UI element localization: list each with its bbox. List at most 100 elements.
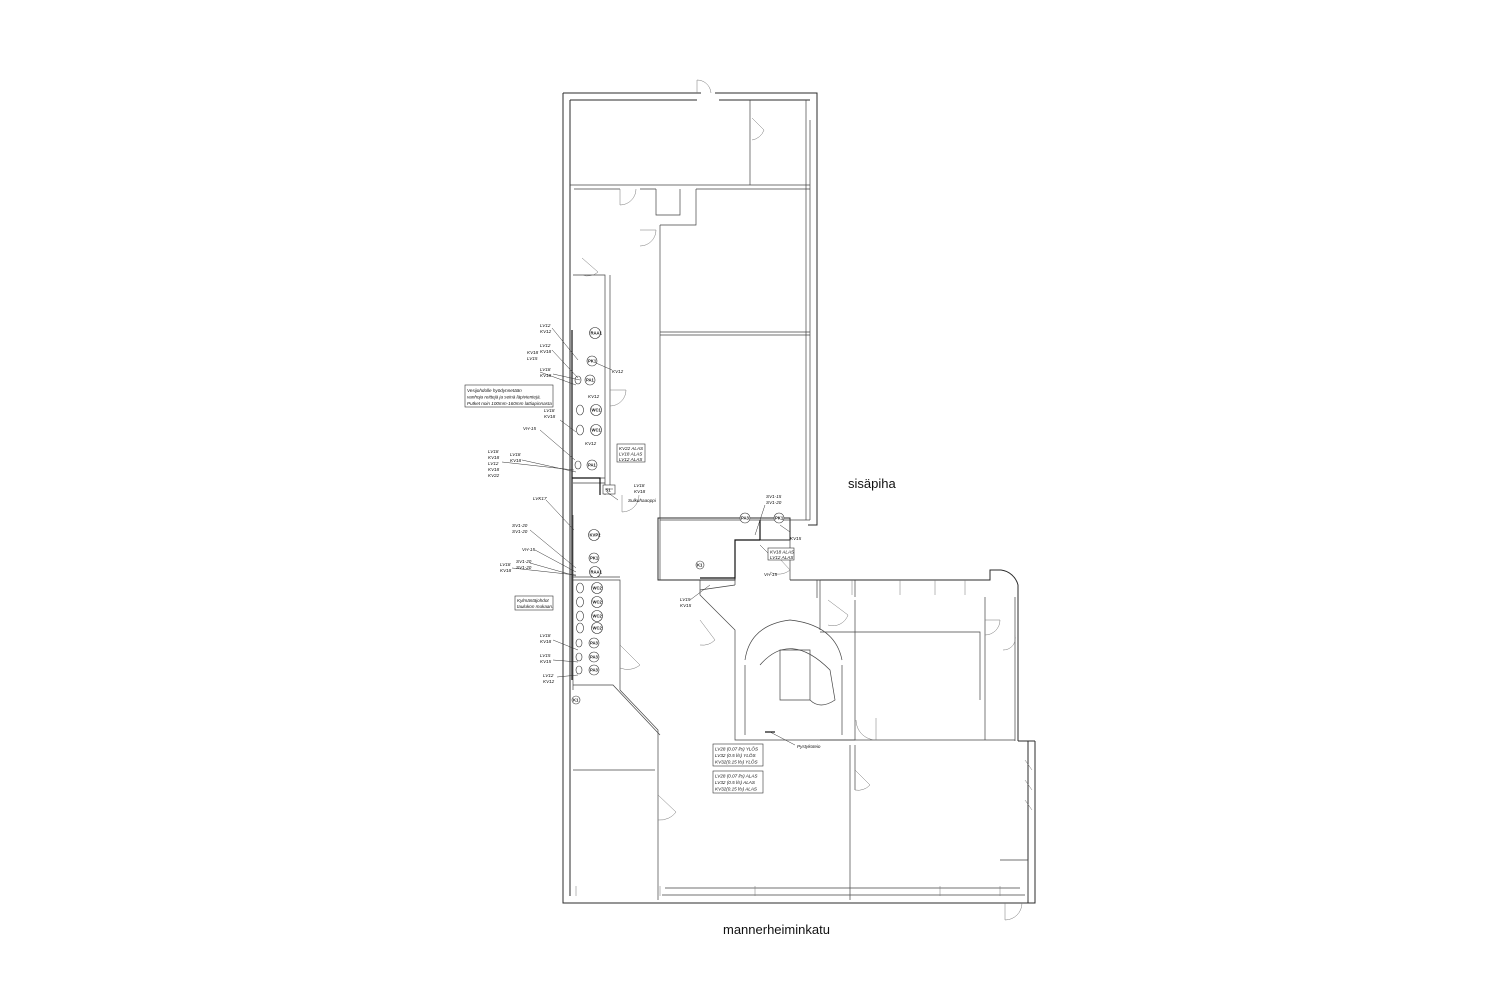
svg-text:LV18: LV18: [510, 452, 521, 457]
svg-text:LV18: LV18: [540, 367, 551, 372]
svg-text:VH-15: VH-15: [523, 426, 536, 431]
windows: [575, 120, 1033, 896]
svg-text:VH-15: VH-15: [764, 572, 777, 577]
note-riser-up: LV28 (0.07 l/s) YLÖS LV32 (0.5 l/s) YLÖS…: [712, 743, 764, 767]
fixture-label: PA1: [586, 378, 595, 383]
svg-text:LV32 (0.5 l/s) YLÖS: LV32 (0.5 l/s) YLÖS: [715, 752, 756, 758]
svg-text:LV18: LV18: [540, 633, 551, 638]
fixture-label: KVP2: [590, 533, 602, 538]
svg-text:SV1-20: SV1-20: [766, 500, 782, 505]
fixture-label: RAA1: [591, 331, 603, 336]
svg-text:KV18: KV18: [488, 467, 500, 472]
street-label: mannerheiminkatu: [723, 922, 830, 937]
pipe-labels: LV12 KV12 LV12 KV18 KV18 LV15 LV18 KV18 …: [488, 323, 802, 684]
svg-text:LV18: LV18: [634, 483, 645, 488]
note-riser-down: LV28 (0.07 l/s) ALAS LV32 (0.5 l/s) ALAS…: [712, 770, 764, 794]
note-down-lines: KV22 ALAS LV18 ALAS LV12 ALAS: [616, 443, 646, 463]
courtyard-label: sisäpiha: [848, 476, 896, 491]
fixture-other: S1 K1 K1: [571, 484, 705, 705]
svg-text:LV28 (0.07 l/s) YLÖS: LV28 (0.07 l/s) YLÖS: [715, 746, 759, 752]
svg-text:KV18: KV18: [488, 455, 500, 460]
fixture-label: PA3: [590, 655, 599, 660]
fixture-label: WC1: [592, 428, 602, 433]
svg-text:Vesijohdolle hyödynnetään: Vesijohdolle hyödynnetään: [467, 388, 522, 393]
svg-text:LV12 ALAS: LV12 ALAS: [770, 555, 794, 560]
svg-text:KV15: KV15: [680, 603, 692, 608]
svg-text:SV1-20: SV1-20: [512, 529, 528, 534]
fixture-label: WC2: [593, 626, 603, 631]
fixture-kitchen: PA3 PK1: [739, 512, 785, 524]
pipe-runs: [571, 330, 775, 733]
fixture-label: K1: [697, 563, 703, 568]
doors: [581, 79, 1023, 921]
fixture-label: PK1: [775, 516, 784, 521]
svg-text:SV1-20: SV1-20: [512, 523, 528, 528]
svg-text:KV12: KV12: [612, 369, 624, 374]
fixture-label: PA3: [590, 668, 599, 673]
fixture-label: S1: [606, 488, 612, 493]
fixture-label: PA3: [590, 641, 599, 646]
svg-text:KV18: KV18: [540, 349, 552, 354]
svg-text:LV12: LV12: [488, 461, 499, 466]
svg-text:LV18: LV18: [500, 562, 511, 567]
svg-text:LV12: LV12: [540, 343, 551, 348]
note-cooling: Kylmäntäjohdot taulukon mukaan.: [514, 595, 554, 611]
svg-text:LV15: LV15: [680, 597, 691, 602]
fixture-label: WC2: [593, 614, 603, 619]
svg-text:LV12: LV12: [540, 323, 551, 328]
svg-text:KV18 ALAS: KV18 ALAS: [770, 550, 795, 555]
svg-text:SV1-20: SV1-20: [516, 559, 532, 564]
fixture-label: K1: [573, 698, 579, 703]
svg-text:Kylmäntäjohdot: Kylmäntäjohdot: [517, 598, 549, 603]
svg-text:LVK17: LVK17: [533, 496, 547, 501]
svg-text:LV28 (0.07 l/s) ALAS: LV28 (0.07 l/s) ALAS: [715, 774, 758, 779]
svg-text:KV22: KV22: [488, 473, 500, 478]
svg-text:KV22 ALAS: KV22 ALAS: [619, 446, 644, 451]
fixture-label: PK1: [590, 556, 599, 561]
svg-text:KV18: KV18: [527, 350, 539, 355]
svg-text:LV18 ALAS: LV18 ALAS: [619, 452, 643, 457]
svg-text:LV32 (0.5 l/s) ALAS: LV32 (0.5 l/s) ALAS: [715, 780, 756, 785]
fixture-column-b: KVP2 PK1 RAA1 WC2 WC2 WC2 WC2 PA3 PA3 PA…: [575, 529, 603, 676]
svg-text:KV18: KV18: [500, 568, 512, 573]
svg-text:VH-15: VH-15: [522, 547, 535, 552]
fixture-label: WC2: [593, 586, 603, 591]
svg-text:KV12: KV12: [588, 394, 600, 399]
valve-cabinet-label: Sulkuhaaoppi: [628, 498, 657, 503]
svg-text:KV32(0.15 l/s) YLÖS: KV32(0.15 l/s) YLÖS: [715, 759, 758, 765]
svg-text:KV12: KV12: [585, 441, 597, 446]
riser-label: Pystykoteio: [797, 744, 821, 749]
svg-text:KV12: KV12: [543, 679, 555, 684]
svg-text:taulukon mukaan.: taulukon mukaan.: [517, 604, 553, 609]
svg-text:KV18: KV18: [540, 373, 552, 378]
fixtures: RAA1 PK1 PA1 WC1 WC1 PA1 KVP2 PK1 RAA1 W…: [571, 327, 785, 705]
fixture-label: WC1: [592, 408, 602, 413]
fixture-column-a: RAA1 PK1 PA1 WC1 WC1 PA1: [574, 327, 603, 471]
svg-text:KV15: KV15: [790, 536, 802, 541]
note-down-lines-2: KV18 ALAS LV12 ALAS: [767, 547, 795, 561]
svg-text:KV15: KV15: [540, 659, 552, 664]
svg-text:SV1-20: SV1-20: [516, 565, 532, 570]
svg-text:vanhoja reittejä ja seinä läpi: vanhoja reittejä ja seinä läpivientejä.: [467, 395, 541, 400]
svg-text:LV18: LV18: [544, 408, 555, 413]
svg-text:KV32(0.15 l/s) ALAS: KV32(0.15 l/s) ALAS: [715, 787, 758, 792]
note-water-line: Vesijohdolle hyödynnetään vanhoja reitte…: [464, 384, 554, 408]
svg-text:KV18: KV18: [510, 458, 522, 463]
svg-text:LV12: LV12: [543, 673, 554, 678]
fixture-label: PK1: [588, 359, 597, 364]
svg-text:SV1-15: SV1-15: [766, 494, 782, 499]
svg-text:KV18: KV18: [544, 414, 556, 419]
svg-text:KV12: KV12: [540, 329, 552, 334]
svg-text:Putket noin 100mm-160mm lattia: Putket noin 100mm-160mm lattiapinnasta: [467, 401, 552, 406]
svg-text:LV18: LV18: [488, 449, 499, 454]
svg-text:KV18: KV18: [634, 489, 646, 494]
svg-text:LV12 ALAS: LV12 ALAS: [619, 457, 643, 462]
svg-text:LV15: LV15: [527, 356, 538, 361]
fixture-label: RAA1: [591, 570, 603, 575]
fixture-label: PA3: [741, 516, 750, 521]
leader-lines: [501, 327, 796, 746]
svg-text:LV15: LV15: [540, 653, 551, 658]
fixture-label: WC2: [593, 600, 603, 605]
svg-text:KV18: KV18: [540, 639, 552, 644]
